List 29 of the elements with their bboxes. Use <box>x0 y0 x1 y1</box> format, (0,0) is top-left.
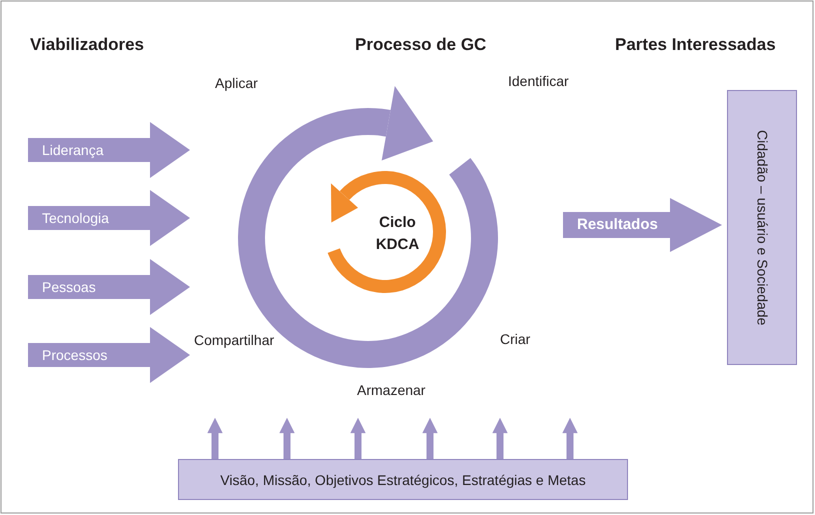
up-arrow <box>279 418 295 459</box>
arrow-label: Liderança <box>42 141 104 159</box>
arrow-label: Pessoas <box>42 278 96 296</box>
pointed-banner <box>563 198 722 252</box>
pointed-banner <box>28 122 190 178</box>
up-arrow <box>492 418 508 459</box>
up-arrow <box>562 418 578 459</box>
arrow-label: Resultados <box>577 215 658 235</box>
stage-label: Criar <box>500 331 530 347</box>
heading: Processo de GC <box>355 35 486 55</box>
stage-label: Identificar <box>508 73 569 89</box>
pointed-banner <box>28 190 190 246</box>
arrow-label: Processos <box>42 346 108 364</box>
stage-label: Armazenar <box>357 382 426 398</box>
pointed-banner <box>28 259 190 315</box>
heading: Partes Interessadas <box>615 35 776 55</box>
up-arrow <box>207 418 223 459</box>
stage-label: Compartilhar <box>194 332 274 348</box>
stakeholder-box <box>727 90 797 365</box>
box-text: Cidadão – usuário e Sociedade <box>754 128 772 328</box>
pointed-banner <box>28 327 190 383</box>
stage-label: Aplicar <box>215 75 258 91</box>
foundation-box <box>178 459 628 500</box>
box-text: Visão, Missão, Objetivos Estratégicos, Estratégias e Metas <box>220 472 586 488</box>
arrow-label: Tecnologia <box>42 209 109 227</box>
up-arrow <box>422 418 438 459</box>
cycle-label: Ciclo KDCA <box>374 213 420 255</box>
up-arrow <box>350 418 366 459</box>
heading: Viabilizadores <box>30 35 144 55</box>
